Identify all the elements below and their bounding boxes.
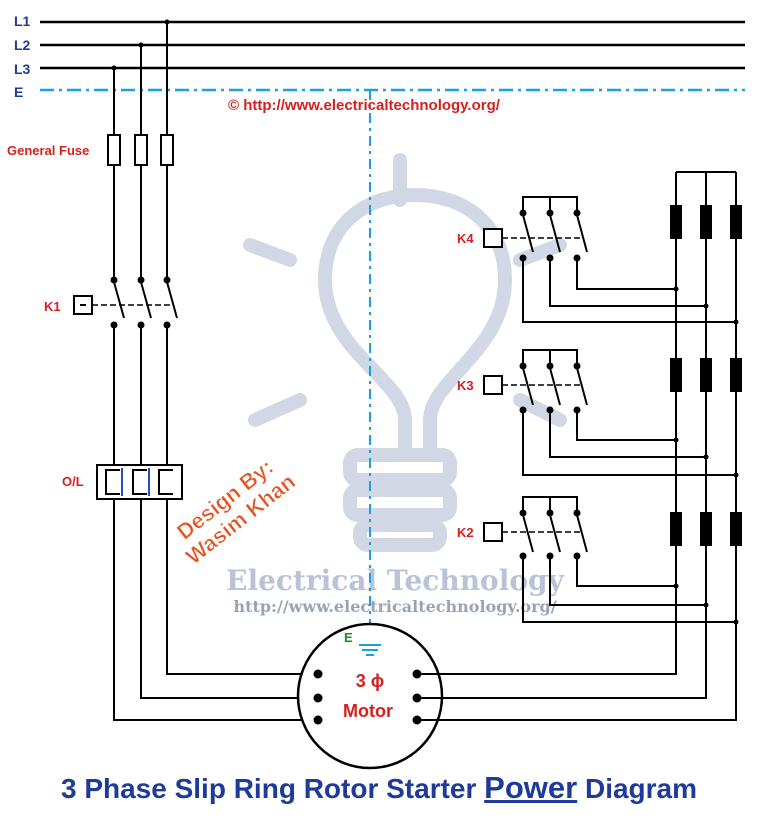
line-label-l1: L1	[14, 13, 31, 29]
k4-label: K4	[457, 231, 474, 246]
rotor-wires	[417, 171, 737, 721]
resistor-2a	[670, 358, 682, 392]
k3-contactor	[483, 349, 736, 476]
diagram-title: 3 Phase Slip Ring Rotor Starter Power Di…	[0, 770, 758, 806]
line-label-earth: E	[14, 84, 23, 100]
designer-credit: Design By: Wasim Khan	[172, 454, 300, 570]
feeder-wires	[113, 22, 168, 278]
k1-contactor	[73, 276, 178, 329]
motor-phase: 3 ϕ	[356, 671, 385, 691]
bus-taps	[111, 19, 170, 71]
resistor-3c	[730, 512, 742, 546]
resistor-3a	[670, 512, 682, 546]
resistor-1b	[700, 205, 712, 239]
stator-wires	[113, 499, 318, 721]
copyright-url: © http://www.electricaltechnology.org/	[228, 97, 501, 114]
general-fuse-label: General Fuse	[7, 143, 89, 158]
k2-contactor	[483, 496, 736, 623]
k3-coil	[483, 375, 503, 395]
resistor-1c	[730, 205, 742, 239]
k2-label: K2	[457, 525, 474, 540]
watermark-url: http://www.electricaltechnology.org/	[233, 597, 556, 616]
resistor-2c	[730, 358, 742, 392]
k1-to-ol-wires	[113, 328, 168, 465]
line-label-l2: L2	[14, 37, 31, 53]
title-part2: Diagram	[577, 773, 698, 804]
resistor-2b	[700, 358, 712, 392]
title-emphasis: Power	[484, 770, 578, 805]
resistor-3b	[700, 512, 712, 546]
fuse-2	[134, 134, 148, 166]
motor: 3 ϕ Motor E	[296, 622, 444, 770]
k4-coil	[483, 228, 503, 248]
resistor-junctions	[673, 286, 739, 625]
overload-label: O/L	[62, 474, 84, 489]
resistor-1a	[670, 205, 682, 239]
watermark-bulb-icon	[243, 153, 567, 552]
k4-contactor	[483, 196, 736, 323]
supply-bus	[40, 20, 745, 70]
title-part1: 3 Phase Slip Ring Rotor Starter	[60, 773, 485, 804]
k1-label: K1	[44, 299, 61, 314]
overload-relay	[96, 464, 183, 500]
motor-earth-label: E	[344, 630, 353, 645]
rotor-resistors	[670, 205, 742, 546]
fuse-3	[160, 134, 174, 166]
line-label-l3: L3	[14, 61, 31, 77]
motor-frame	[296, 622, 444, 770]
motor-name: Motor	[343, 701, 393, 721]
power-diagram: Electrical Technology http://www.electri…	[7, 13, 745, 770]
general-fuses	[107, 134, 174, 166]
earth-ground-icon	[359, 644, 381, 656]
fuse-1	[107, 134, 121, 166]
k2-coil	[483, 522, 503, 542]
watermark-brand: Electrical Technology	[226, 564, 565, 597]
k3-label: K3	[457, 378, 474, 393]
